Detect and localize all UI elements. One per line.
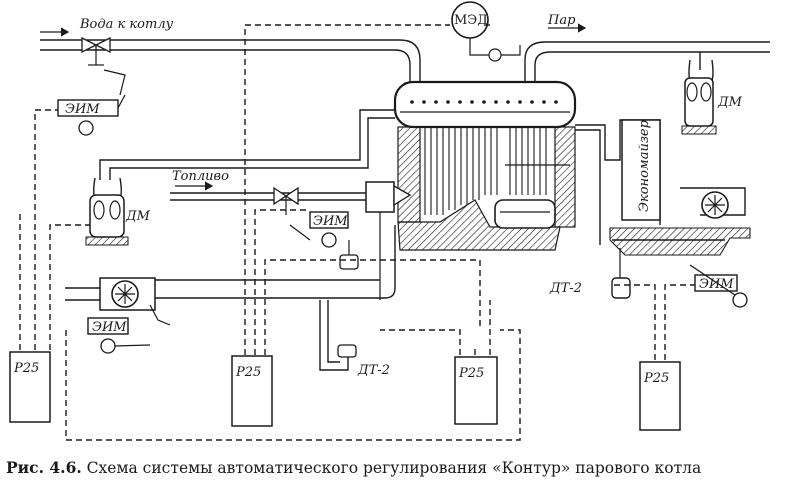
feedwater-pipe	[40, 27, 421, 90]
exhaust-fan	[680, 187, 746, 219]
dm-right-label: ДМ	[717, 95, 743, 110]
caption-number: Рис. 4.6.	[6, 458, 82, 477]
eim-right-label: ЭИМ	[699, 277, 734, 292]
air-fan	[65, 225, 396, 326]
economizer: Экономайзер	[575, 119, 661, 245]
steam-pipe	[524, 23, 770, 90]
dt2-right: ДТ-2	[549, 248, 631, 299]
eim-top-left: ЭИМ	[57, 94, 126, 136]
dm-gauge-right: ДМ	[681, 52, 743, 135]
figure-caption: Рис. 4.6. Схема системы автоматического …	[6, 458, 786, 477]
water-to-boiler-label: Вода к котлу	[79, 17, 174, 32]
eim-fan: ЭИМ	[87, 317, 151, 354]
med-label: МЭД	[454, 13, 488, 28]
flue-duct	[609, 227, 751, 256]
eim-fuel: ЭИМ	[289, 211, 349, 248]
boiler-control-scheme: Экономайзер ДМ ДМ	[9, 1, 770, 441]
feedwater-valve	[81, 36, 126, 96]
steam-label: Пар	[547, 13, 576, 28]
p25-2-label: Р25	[235, 365, 261, 380]
dt2-right-label: ДТ-2	[549, 281, 582, 296]
eim-top-left-label: ЭИМ	[65, 102, 100, 117]
fuel-label: Топливо	[172, 169, 229, 184]
p25-3-label: Р25	[458, 366, 484, 381]
eim-fuel-label: ЭИМ	[313, 214, 348, 229]
dm-gauge-left: ДМ	[85, 177, 151, 246]
med-device	[451, 1, 521, 62]
boiler-drum	[393, 80, 577, 129]
regulator-p25-1: Р25	[9, 351, 51, 423]
regulator-p25-3: Р25	[454, 356, 498, 425]
caption-text: Схема системы автоматического регулирова…	[81, 459, 702, 477]
downcomer-pipe	[99, 109, 395, 180]
dt2-center-label: ДТ-2	[357, 363, 390, 378]
dm-left-label: ДМ	[125, 209, 151, 224]
boiler-furnace	[397, 126, 576, 251]
economizer-label: Экономайзер	[637, 119, 652, 212]
fuel-pipe	[170, 181, 368, 215]
regulator-p25-2: Р25	[231, 355, 273, 427]
eim-fan-label: ЭИМ	[92, 320, 127, 335]
eim-right: ЭИМ	[689, 264, 748, 308]
small-sensor	[339, 240, 359, 270]
p25-4-label: Р25	[643, 371, 669, 386]
p25-1-label: Р25	[13, 361, 39, 376]
burner	[365, 181, 412, 300]
dt2-center: ДТ-2	[319, 300, 390, 378]
signal-lines	[19, 24, 695, 441]
regulator-p25-4: Р25	[639, 361, 681, 431]
